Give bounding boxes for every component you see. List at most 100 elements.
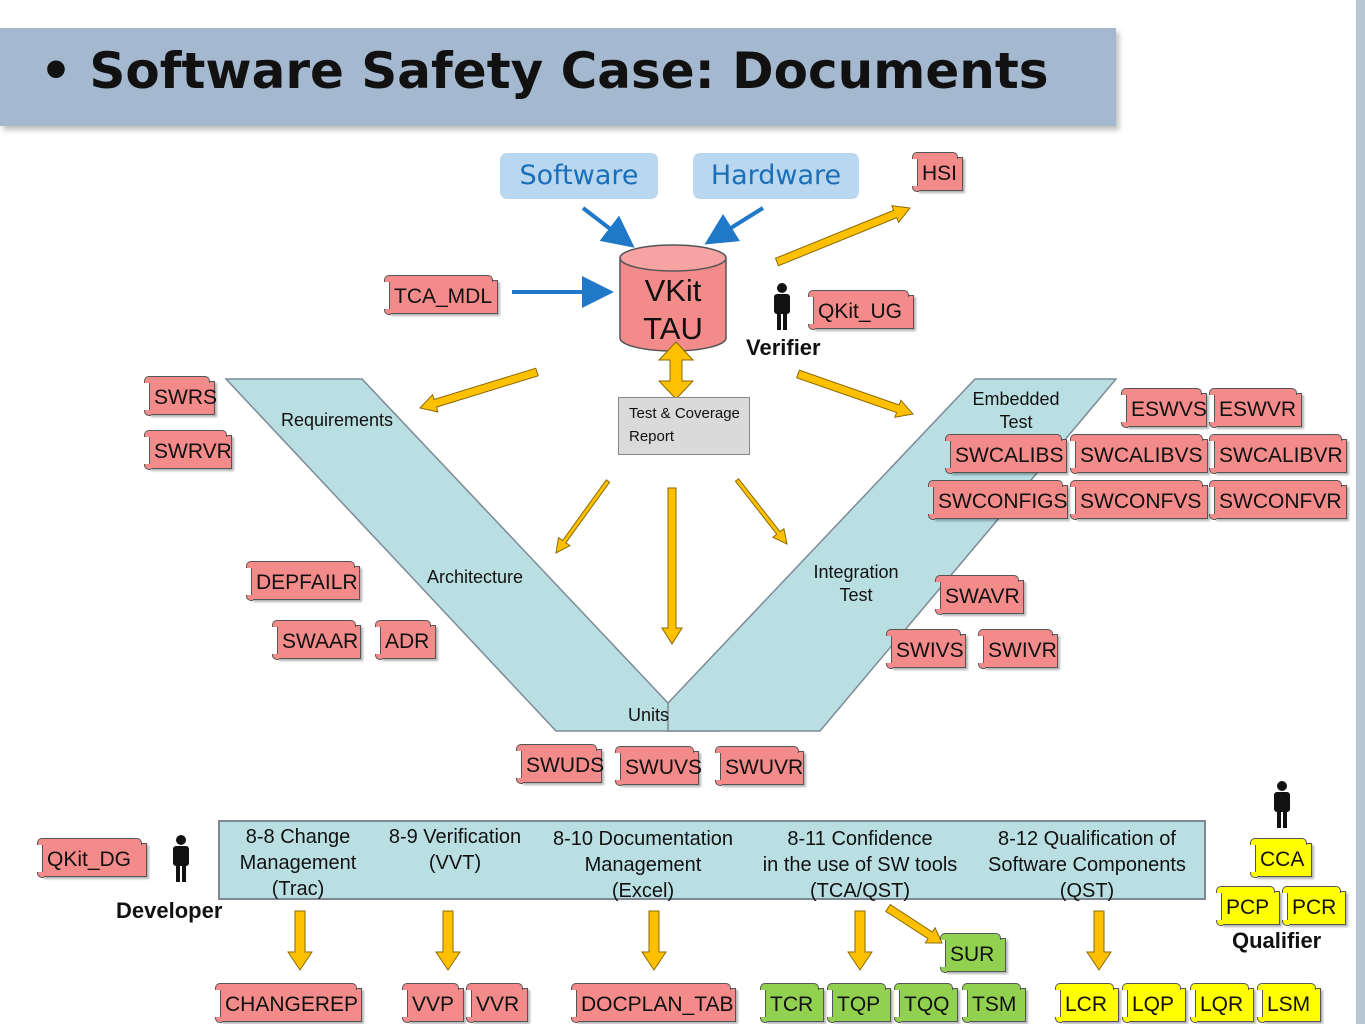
doc-tqp[interactable]: TQP (827, 983, 891, 1023)
doc-eswvs[interactable]: ESWVS (1121, 388, 1207, 428)
doc-swaar[interactable]: SWAAR (272, 620, 361, 660)
tool-label-line1: VKit (644, 273, 702, 308)
doc-qkit-dg[interactable]: QKit_DG (37, 838, 147, 878)
integration-test-label: Integration Test (806, 561, 906, 607)
doc-tcr[interactable]: TCR (760, 983, 824, 1023)
doc-sur[interactable]: SUR (940, 933, 1006, 973)
phase-change-management: 8-8 Change Management (Trac) (238, 824, 358, 902)
arrow-phase1-down (287, 910, 313, 971)
phase-line: (QST) (1059, 880, 1115, 902)
doc-swconfvr[interactable]: SWCONFVR (1209, 480, 1347, 520)
doc-pcp[interactable]: PCP (1216, 886, 1280, 926)
doc-swcalibvr[interactable]: SWCALIBVR (1209, 434, 1347, 474)
doc-tca-mdl[interactable]: TCA_MDL (384, 275, 498, 315)
doc-swuvr[interactable]: SWUVR (715, 746, 804, 786)
hardware-input: Hardware (693, 153, 859, 199)
phase-documentation-management: 8-10 Documentation Management (Excel) (544, 826, 742, 904)
doc-swcalibs[interactable]: SWCALIBS (945, 434, 1067, 474)
doc-vvp[interactable]: VVP (402, 983, 464, 1023)
phase-line: 8-9 Verification (388, 826, 522, 848)
phase-line: (TCA/QST) (810, 880, 910, 902)
doc-swivr[interactable]: SWIVR (978, 629, 1058, 669)
phase-line: Management (239, 852, 357, 874)
doc-qkit-ug[interactable]: QKit_UG (808, 290, 914, 330)
arrow-to-requirements (419, 367, 539, 413)
slide-edge (1356, 0, 1365, 1024)
arrow-phase4-to-sur (885, 903, 943, 944)
arrow-phase5-down (1086, 910, 1112, 971)
doc-swuds[interactable]: SWUDS (516, 744, 604, 784)
doc-docplan-tab[interactable]: DOCPLAN_TAB (571, 983, 736, 1023)
integration-line1: Integration (813, 562, 899, 582)
doc-swrvr[interactable]: SWRVR (144, 430, 232, 470)
phase-line: 8-10 Documentation (552, 828, 734, 850)
architecture-label: Architecture (427, 567, 524, 587)
phase-line: (Excel) (611, 880, 675, 902)
doc-eswvr[interactable]: ESWVR (1209, 388, 1302, 428)
doc-tsm[interactable]: TSM (962, 983, 1026, 1023)
doc-vvr[interactable]: VVR (466, 983, 528, 1023)
doc-swavr[interactable]: SWAVR (935, 575, 1024, 615)
phase-line: (VVT) (428, 852, 482, 874)
doc-swcalibvs[interactable]: SWCALIBVS (1070, 434, 1208, 474)
phase-sw-component-qualification: 8-12 Qualification of Software Component… (980, 826, 1194, 904)
phase-line: in the use of SW tools (762, 854, 958, 876)
test-coverage-report: Test & Coverage Report (618, 397, 750, 455)
doc-swivs[interactable]: SWIVS (886, 629, 966, 669)
integration-line2: Test (839, 585, 873, 605)
arrow-to-integration (734, 478, 788, 545)
phase-verification: 8-9 Verification (VVT) (380, 824, 530, 876)
arrow-to-architecture (555, 479, 611, 554)
phase-line: 8-12 Qualification of (998, 828, 1176, 850)
report-line1: Test & Coverage (629, 405, 740, 422)
embedded-test-label: Embedded Test (964, 388, 1068, 434)
tool-label-line2: TAU (643, 311, 703, 346)
software-input: Software (500, 153, 658, 199)
verifier-label: Verifier (746, 335, 821, 360)
verifier-person-icon (774, 283, 790, 330)
title-bar: • Software Safety Case: Documents (0, 28, 1116, 126)
embedded-line1: Embedded (972, 389, 1060, 409)
qualifier-label: Qualifier (1232, 928, 1322, 953)
doc-lqp[interactable]: LQP (1122, 983, 1186, 1023)
phase-line: 8-11 Confidence (787, 828, 933, 850)
arrow-software-to-tool (581, 206, 635, 248)
tool-database-icon (619, 244, 727, 352)
doc-depfailr[interactable]: DEPFAILR (246, 561, 360, 601)
phase-line: Management (584, 854, 702, 876)
slide-title: • Software Safety Case: Documents (40, 42, 1049, 100)
process-phases-box (218, 820, 1206, 900)
doc-pcr[interactable]: PCR (1282, 886, 1346, 926)
arrow-phase2-down (435, 910, 461, 971)
slide-title-text: Software Safety Case: Documents (89, 42, 1049, 100)
doc-lsm[interactable]: LSM (1257, 983, 1321, 1023)
arrow-phase4-down (847, 910, 873, 971)
doc-changerep[interactable]: CHANGEREP (215, 983, 362, 1023)
orange-arrows (287, 205, 1112, 971)
phase-line: 8-8 Change (245, 826, 351, 848)
phase-line: (Trac) (271, 878, 325, 900)
embedded-line2: Test (999, 412, 1033, 432)
doc-swuvs[interactable]: SWUVS (615, 746, 702, 786)
doc-adr[interactable]: ADR (375, 620, 436, 660)
phase-line: Software Components (988, 854, 1186, 876)
phase-tool-confidence: 8-11 Confidence in the use of SW tools (… (752, 826, 968, 904)
developer-person-icon (173, 835, 189, 882)
doc-hsi[interactable]: HSI (912, 152, 963, 192)
requirements-label: Requirements (281, 410, 394, 430)
arrow-hardware-to-tool (704, 206, 765, 245)
doc-swconfigs[interactable]: SWCONFIGS (928, 480, 1068, 520)
arrow-to-embedded (796, 369, 914, 418)
report-line2: Report (629, 428, 675, 445)
doc-swrs[interactable]: SWRS (144, 376, 217, 416)
qualifier-person-icon (1274, 781, 1290, 828)
arrow-phase3-down (641, 910, 667, 971)
doc-lqr[interactable]: LQR (1190, 983, 1254, 1023)
doc-lcr[interactable]: LCR (1055, 983, 1119, 1023)
doc-swconfvs[interactable]: SWCONFVS (1070, 480, 1208, 520)
arrow-to-hsi (774, 205, 911, 267)
doc-cca[interactable]: CCA (1250, 838, 1312, 878)
units-label: Units (628, 705, 670, 725)
doc-tqq[interactable]: TQQ (894, 983, 958, 1023)
tool-label: VKit TAU (620, 272, 726, 348)
